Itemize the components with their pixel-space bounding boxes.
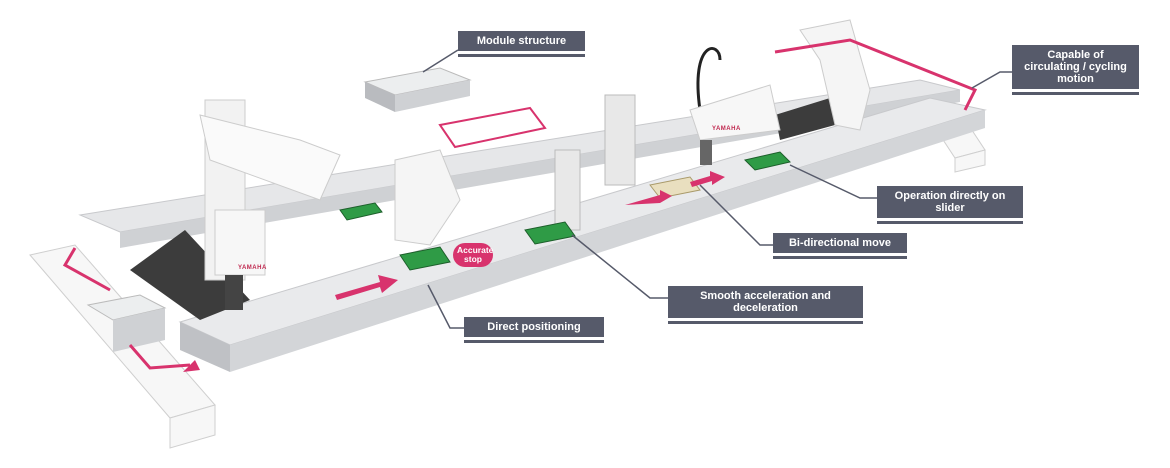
pcb-boards xyxy=(339,151,791,271)
yamaha-logo: YAMAHA xyxy=(238,265,267,271)
dark-conveyor xyxy=(775,98,835,140)
module-block xyxy=(363,67,547,149)
label-direct-positioning: Direct positioning xyxy=(464,317,604,340)
gantry xyxy=(604,94,636,186)
articulated-robot-middle xyxy=(394,149,461,246)
gantry xyxy=(554,149,581,231)
circulation-path xyxy=(62,38,978,370)
label-circulating-motion: Capable of circulating / cycling motion xyxy=(1012,45,1139,92)
end-module xyxy=(86,294,167,352)
label-module-structure: Module structure xyxy=(458,31,585,54)
label-operation-on-slider: Operation directly on slider xyxy=(877,186,1023,221)
label-bidirectional-move: Bi-directional move xyxy=(773,233,907,256)
label-smooth-acceleration: Smooth acceleration and deceleration xyxy=(668,286,863,321)
scara-robot-right xyxy=(689,47,781,165)
scara-robot-left xyxy=(199,99,341,310)
yamaha-logo: YAMAHA xyxy=(712,126,741,132)
accurate-stop-bubble: Accurate stop xyxy=(453,243,493,267)
dark-conveyor xyxy=(130,230,250,320)
articulated-robot-right xyxy=(799,19,871,131)
leader-lines xyxy=(422,49,1012,329)
direction-arrows xyxy=(183,171,725,372)
